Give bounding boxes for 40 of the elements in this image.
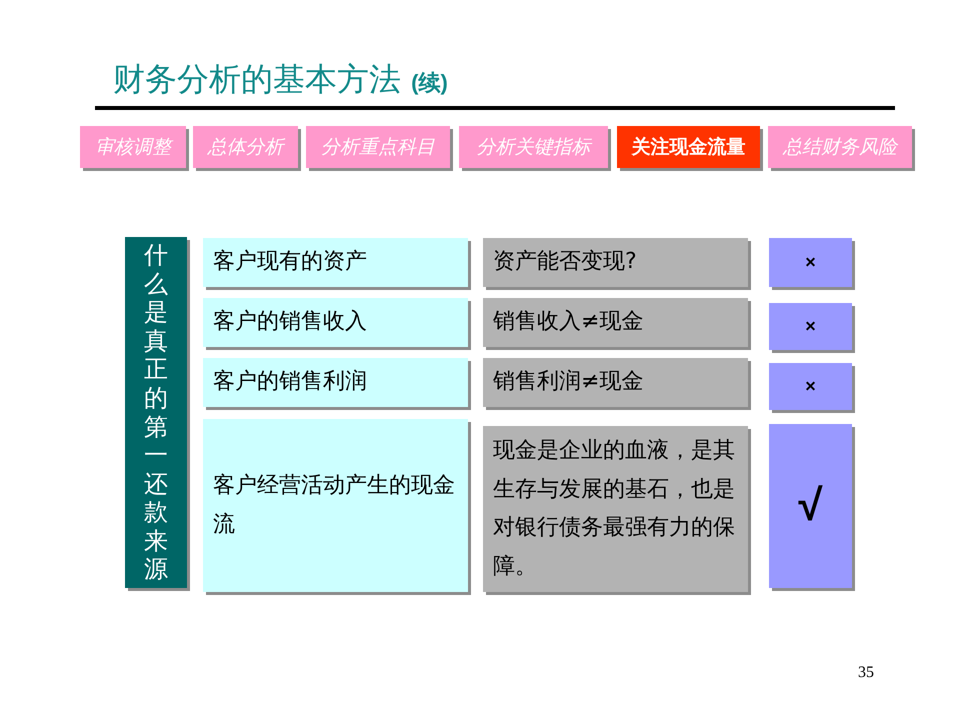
box-text: √: [798, 481, 823, 531]
box-text: 审核调整: [95, 134, 171, 160]
box-text: 客户的销售利润: [213, 368, 367, 396]
item-box: [203, 419, 468, 592]
box-text: 总体分析: [208, 135, 284, 160]
tab: [193, 126, 298, 168]
tab: [768, 126, 912, 168]
box-text: 客户的销售收入: [213, 308, 367, 336]
tab: [459, 126, 608, 168]
vertical-heading-box: [125, 237, 187, 588]
page-number: 35: [858, 664, 874, 682]
box-text: 销售利润≠现金: [493, 368, 644, 396]
box-text: ×: [805, 316, 816, 337]
box-text: ×: [805, 252, 816, 273]
box-text: 现金是企业的血液，是其生存与发展的基石，也是对银行债务最强有力的保障。: [493, 437, 736, 580]
verdict-box: [769, 363, 852, 410]
box-text: 客户现有的资产: [213, 248, 367, 276]
explanation-box: [483, 298, 748, 347]
box-text: 资产能否变现?: [493, 248, 637, 276]
tab: [80, 126, 186, 168]
box-text: 分析重点科目: [321, 135, 435, 160]
verdict-box: [769, 303, 852, 350]
active-tab: [617, 126, 760, 168]
box-text: ×: [805, 376, 816, 397]
item-box: [203, 358, 468, 407]
box-text: 总结财务风险: [783, 135, 897, 160]
verdict-box: [769, 424, 852, 588]
tab: [306, 126, 450, 168]
box-text: 关注现金流量: [632, 135, 746, 160]
explanation-box: [483, 426, 748, 592]
box-text: 销售收入≠现金: [493, 308, 644, 336]
slide-title: 财务分析的基本方法 (续): [113, 59, 448, 100]
vertical-heading: 什么是真正的第一还款来源: [144, 241, 168, 584]
verdict-box: [769, 238, 852, 287]
box-text: 客户经营活动产生的现金流: [213, 472, 456, 538]
box-text: 分析关键指标: [476, 135, 590, 160]
explanation-box: [483, 238, 748, 287]
item-box: [203, 298, 468, 347]
item-box: [203, 238, 468, 287]
explanation-box: [483, 358, 748, 407]
